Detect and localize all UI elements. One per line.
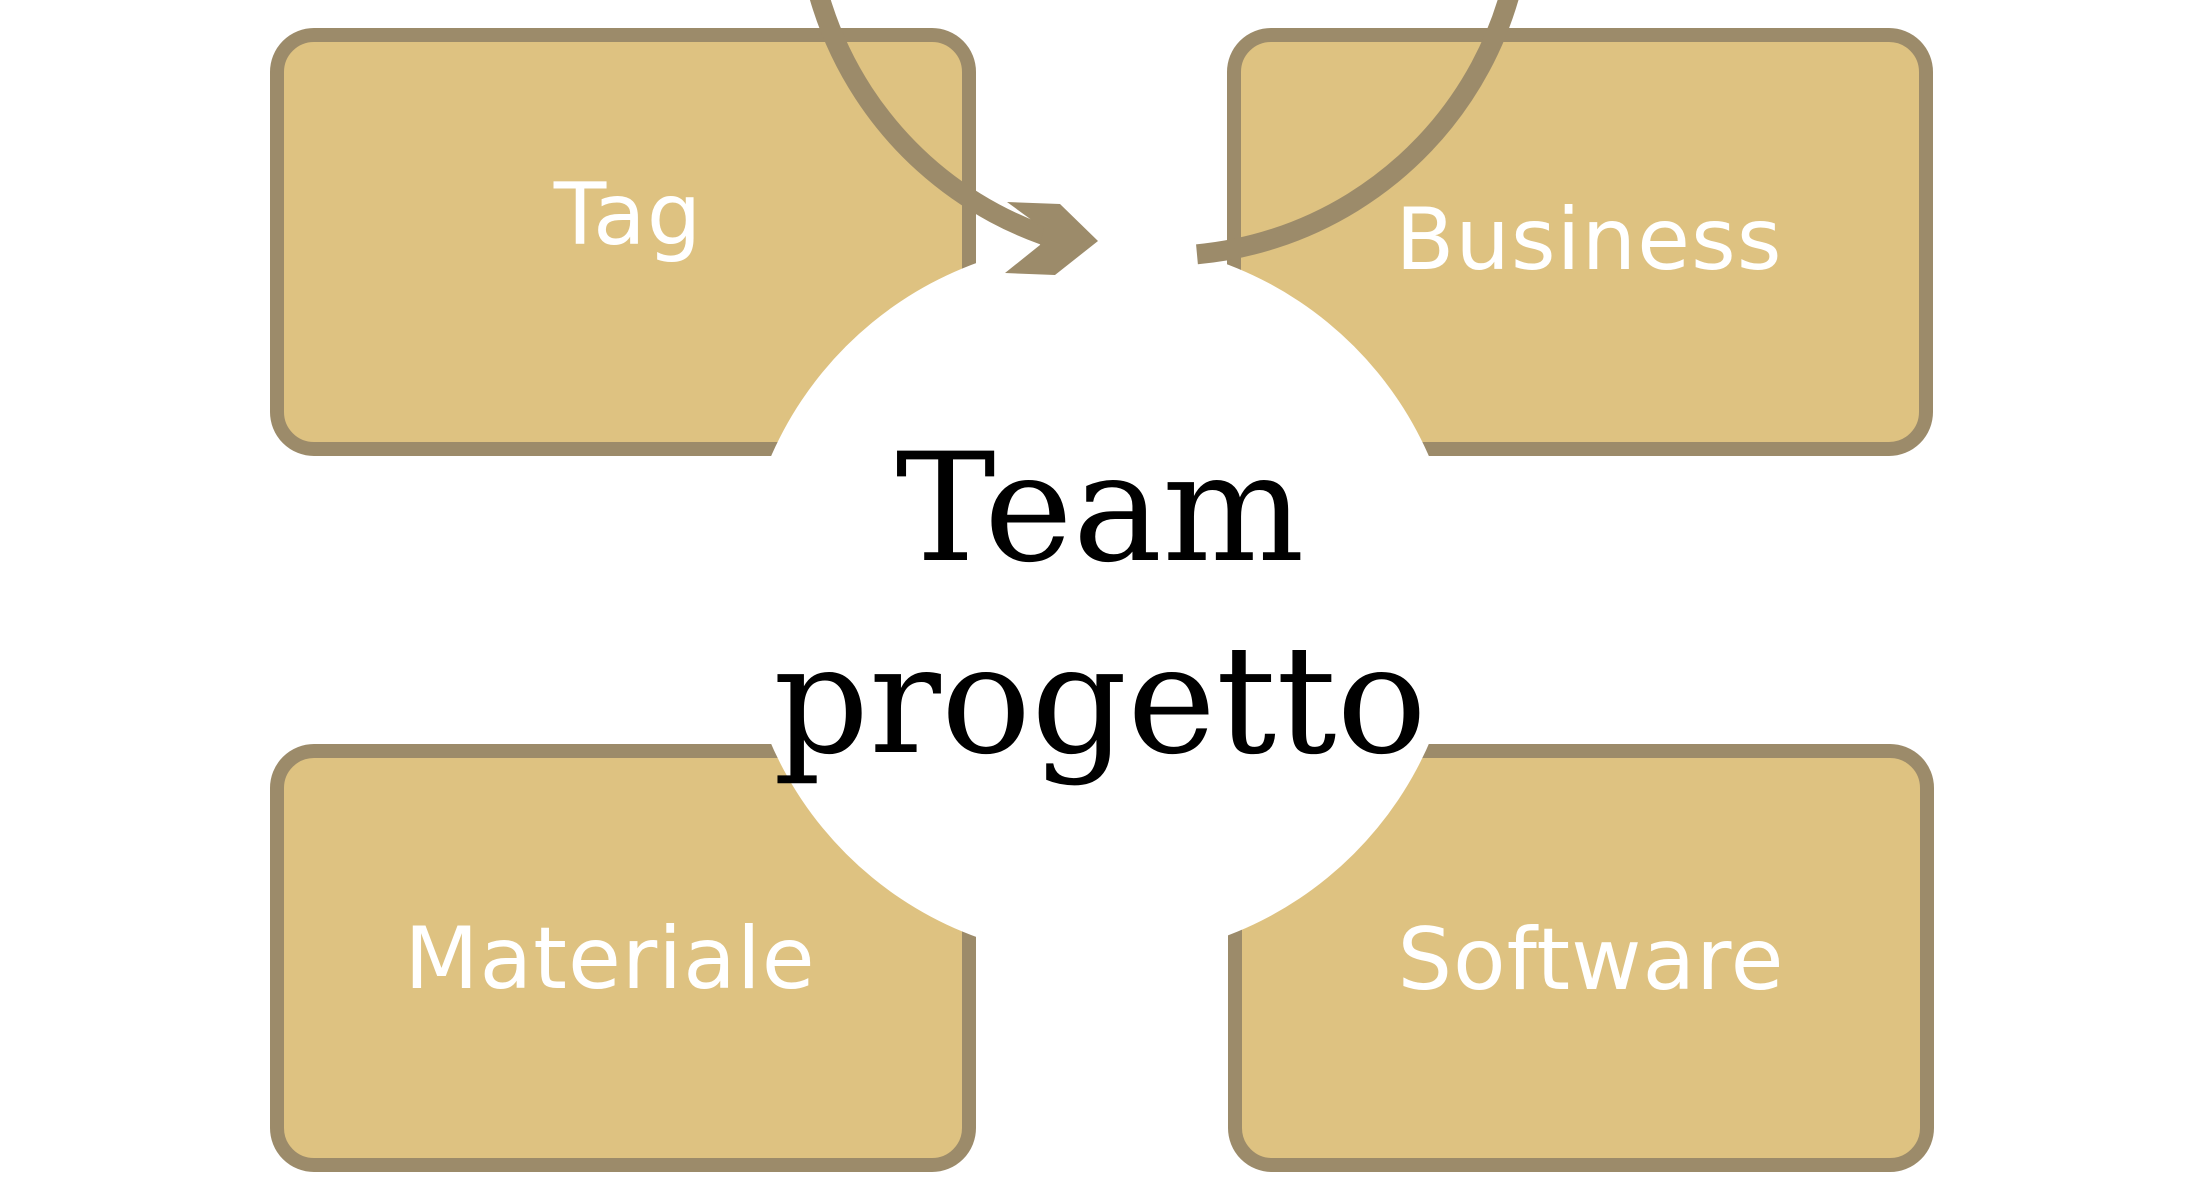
quadrant-label-materiale: Materiale bbox=[404, 909, 816, 1009]
center-title: Team progetto bbox=[740, 380, 1460, 830]
cycle-arrow-head bbox=[1005, 202, 1098, 275]
center-title-line-1: Team bbox=[895, 422, 1305, 596]
center-title-line-2: progetto bbox=[773, 614, 1427, 788]
quadrant-label-software: Software bbox=[1397, 910, 1785, 1010]
quadrant-label-business: Business bbox=[1395, 190, 1783, 290]
quadrant-label-tag: Tag bbox=[553, 165, 703, 265]
